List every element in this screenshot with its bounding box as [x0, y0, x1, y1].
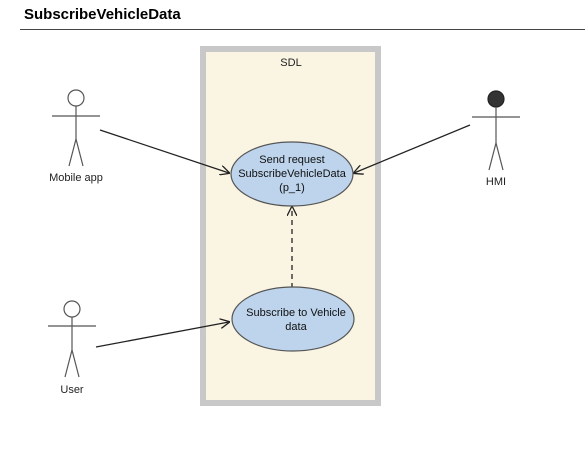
page-title: SubscribeVehicleData: [24, 6, 181, 23]
usecase-subscribe-ellipse: [231, 286, 355, 352]
actor-hmi[interactable]: [472, 90, 520, 171]
usecase-subscribe-vehicle-data[interactable]: Subscribe to Vehicle data: [231, 286, 355, 352]
usecase-send-request-line1: Send request: [259, 154, 324, 166]
actor-head: [487, 90, 505, 108]
actor-head: [67, 89, 85, 107]
user-to-subscribe-arrow: [95, 322, 229, 348]
actor-user-label: User: [60, 384, 84, 396]
hmi-to-send-request-arrow: [354, 124, 471, 173]
system-label: SDL: [280, 57, 301, 69]
usecase-send-request-line2: SubscribeVehicleData: [238, 168, 347, 180]
usecase-send-request[interactable]: Send request SubscribeVehicleData (p_1): [230, 141, 354, 207]
actor-user[interactable]: [48, 300, 96, 378]
mobile-app-to-send-request-arrow: [99, 129, 229, 173]
usecase-subscribe-line1: Subscribe to Vehicle: [246, 307, 346, 319]
actor-hmi-label: HMI: [486, 176, 506, 188]
usecase-send-request-ellipse: [230, 141, 354, 207]
title-divider: [20, 29, 585, 30]
usecase-send-request-line3: (p_1): [279, 182, 305, 194]
actor-mobile-app-label: Mobile app: [49, 172, 103, 184]
actor-head: [63, 300, 81, 318]
actor-mobile-app[interactable]: [52, 89, 100, 167]
usecase-subscribe-line2: data: [285, 321, 307, 333]
